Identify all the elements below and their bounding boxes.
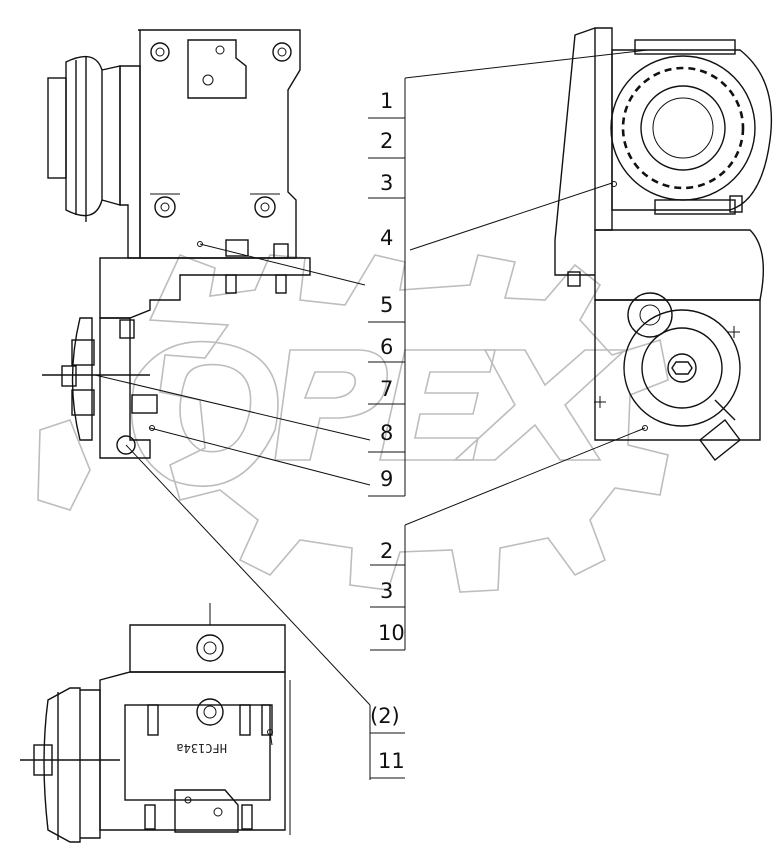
leader-lines	[94, 49, 649, 780]
callout-7: 7	[380, 377, 393, 401]
callout-8: 8	[380, 421, 393, 445]
compressor-bottom: HFC134a	[20, 603, 291, 843]
callout-3b: 3	[380, 579, 393, 603]
callout-3: 3	[380, 171, 393, 195]
compressor-right	[554, 27, 773, 461]
callout-4: 4	[380, 226, 393, 250]
callout-stack-bottom: (2) 11	[370, 704, 405, 779]
part-marking: HFC134a	[176, 741, 227, 755]
callout-5: 5	[380, 293, 393, 317]
callout-2c: (2)	[370, 704, 400, 728]
compressor-top-left	[42, 29, 311, 459]
callout-11: 11	[378, 749, 405, 773]
callout-1: 1	[380, 89, 393, 113]
callout-2: 2	[380, 129, 393, 153]
callout-2b: 2	[380, 539, 393, 563]
callout-stack-top: 1 2 3 4 5 6 7 8 9	[368, 89, 406, 497]
watermark-gear	[37, 253, 669, 593]
callout-stack-mid: 2 3 10	[370, 539, 405, 651]
callout-10: 10	[378, 621, 405, 645]
callout-6: 6	[380, 335, 393, 359]
callout-9: 9	[380, 467, 393, 491]
